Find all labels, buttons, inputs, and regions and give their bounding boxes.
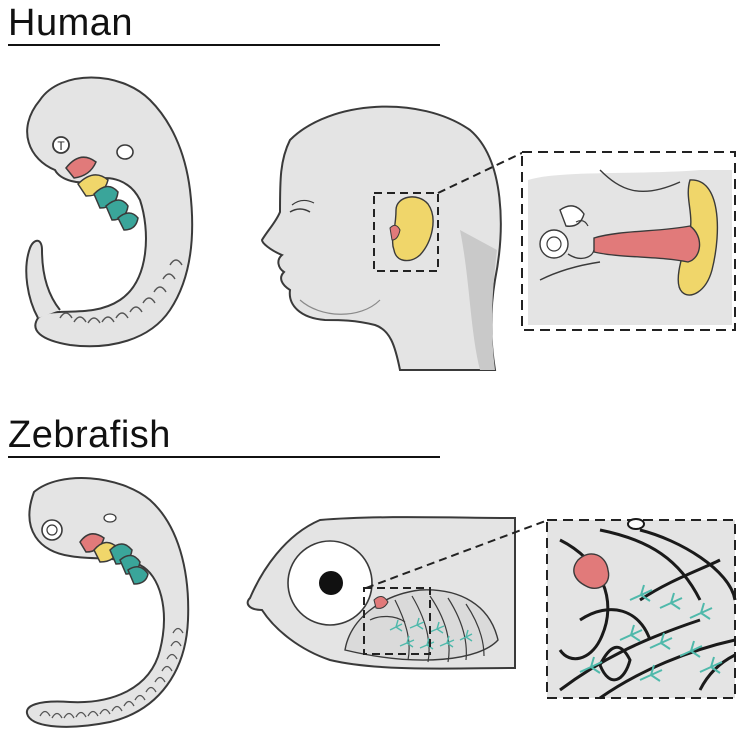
eye-placode-icon (116, 144, 134, 160)
arch-5-teal (117, 212, 139, 231)
fish-ear-pink (373, 596, 389, 609)
section-title-human: Human (8, 2, 133, 44)
otic-marker-label: T (57, 139, 65, 153)
human-ear-inset (521, 151, 736, 331)
otic-vesicle-icon (52, 136, 70, 154)
section-divider-human (8, 44, 440, 46)
human-embryo: T (25, 76, 194, 348)
section-title-zebrafish: Zebrafish (8, 414, 171, 456)
fish-arch-5-teal (127, 566, 149, 585)
zoom-connector-line (437, 151, 525, 194)
ear-zoom-box (373, 192, 439, 272)
human-outer-ear (391, 196, 434, 262)
arch-1-pink (65, 156, 97, 179)
section-divider-zebrafish (8, 456, 440, 458)
human-head (260, 105, 525, 371)
inset-fish-ear-pink (573, 553, 610, 589)
zebrafish-otic-icon (41, 519, 63, 541)
zebrafish-head (246, 516, 549, 670)
zebrafish-inset (546, 518, 737, 700)
fish-pupil (319, 571, 343, 595)
fish-zoom-box (363, 587, 431, 655)
human-ear-canal (389, 224, 401, 241)
fish-zoom-connector (365, 519, 549, 589)
zebrafish-embryo (25, 477, 190, 728)
